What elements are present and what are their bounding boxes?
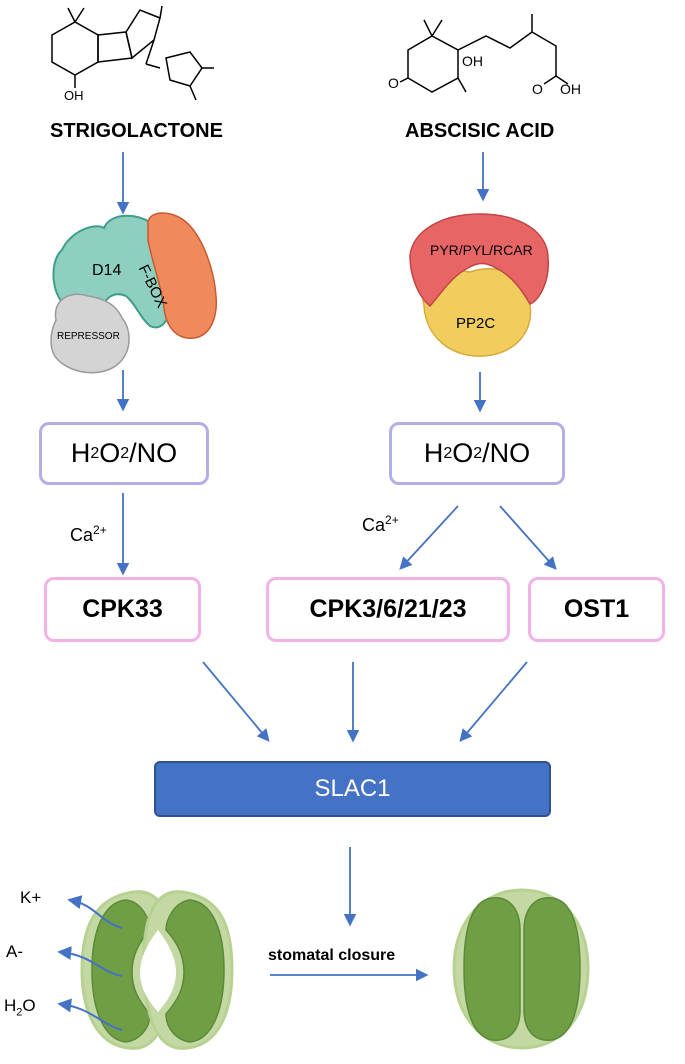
abscisic-acid-title: ABSCISIC ACID bbox=[405, 120, 555, 142]
water-label: H2O bbox=[4, 996, 36, 1019]
strigolactone-structure bbox=[51, 5, 214, 101]
arrow-ost1-to-slac1 bbox=[459, 661, 528, 742]
strigolactone-title: STRIGOLACTONE bbox=[50, 120, 223, 142]
d14-receptor-complex bbox=[50, 212, 218, 374]
k-efflux-arrow bbox=[67, 895, 123, 929]
ost1-label: OST1 bbox=[563, 595, 630, 623]
ros-left-sub2: 2 bbox=[120, 444, 130, 462]
cpk33-box: CPK33 bbox=[44, 577, 201, 642]
aba-oh-label: OH bbox=[462, 53, 483, 69]
ros-right-sub1: 2 bbox=[443, 444, 453, 462]
ros-left-o: O bbox=[99, 438, 121, 468]
aba-ketone-o-label: O bbox=[388, 75, 399, 91]
calcium-label-left: Ca2+ bbox=[70, 523, 107, 545]
ros-left-no: /NO bbox=[129, 438, 178, 468]
ros-right-h: H bbox=[423, 438, 444, 468]
d14-label: D14 bbox=[92, 262, 122, 279]
a-efflux-arrow bbox=[57, 946, 123, 977]
closed-stoma bbox=[452, 888, 590, 1050]
ros-left-h: H bbox=[70, 438, 91, 468]
ros-right-o: O bbox=[452, 438, 474, 468]
slac1-label: SLAC1 bbox=[314, 775, 391, 802]
ros-right-no: /NO bbox=[482, 438, 531, 468]
repressor-label: REPRESSOR bbox=[57, 331, 120, 342]
k-ion-label: K+ bbox=[20, 888, 42, 907]
pyr-pyl-rcar-label: PYR/PYL/RCAR bbox=[430, 242, 533, 258]
ost1-box: OST1 bbox=[528, 577, 665, 642]
water-efflux-arrow bbox=[57, 998, 123, 1031]
cpk3-6-21-23-label: CPK3/6/21/23 bbox=[309, 595, 467, 623]
aba-acid-o-label: O bbox=[532, 81, 543, 97]
stomatal-closure-label: stomatal closure bbox=[268, 947, 396, 964]
slac1-channel: SLAC1 bbox=[154, 761, 551, 817]
arrow-ros-to-ost1 bbox=[499, 505, 557, 570]
arrow-ros-to-cpk3 bbox=[399, 505, 459, 570]
abscisic-acid-structure bbox=[399, 14, 569, 93]
anion-label: A- bbox=[6, 942, 23, 961]
ros-left-sub1: 2 bbox=[90, 444, 100, 462]
cpk33-label: CPK33 bbox=[82, 595, 163, 623]
arrow-cpk33-to-slac1 bbox=[202, 661, 270, 742]
aba-acid-oh-label: OH bbox=[560, 81, 581, 97]
pp2c-label: PP2C bbox=[456, 315, 496, 332]
calcium-label-right: Ca2+ bbox=[362, 513, 399, 535]
cpk3-6-21-23-box: CPK3/6/21/23 bbox=[266, 577, 510, 642]
pyr-pyl-rcar-pp2c-complex bbox=[409, 213, 549, 357]
strigolactone-oh-label: OH bbox=[64, 88, 84, 103]
open-stoma bbox=[80, 890, 234, 1050]
ros-right-sub2: 2 bbox=[473, 444, 483, 462]
